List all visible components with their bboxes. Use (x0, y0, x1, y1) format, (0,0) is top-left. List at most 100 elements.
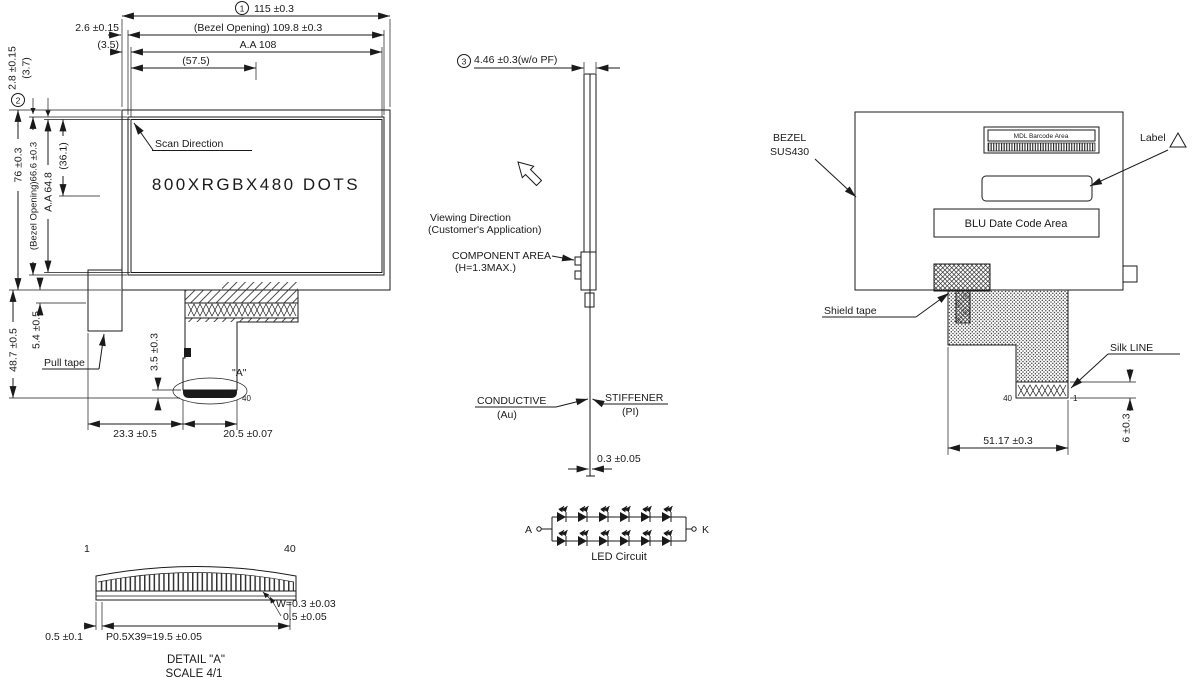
detail-a-marker: "A" (232, 367, 247, 379)
detail-pin-1-label: 1 (84, 543, 90, 555)
bezel-opening-outline (127, 116, 385, 276)
dim-aa-height-label: A.A 64.8 (43, 172, 55, 212)
dim-aa-gap-y-label: (3.7) (21, 57, 33, 79)
dim-edge-label: 0.5 ±0.1 (45, 631, 83, 643)
component-area-label-1: COMPONENT AREA (452, 250, 551, 262)
shield-tape-patch (933, 263, 991, 292)
pull-tape-label: Pull tape (44, 357, 85, 369)
led-anode-label: A (525, 524, 532, 536)
pin-40-label: 40 (242, 394, 251, 403)
stiffener-callout: STIFFENER (PI) (592, 392, 668, 418)
fpc-stiffener-block (584, 292, 595, 308)
label-note-triangle-icon (1169, 131, 1187, 148)
shield-tape-label: Shield tape (824, 305, 877, 317)
dim-active-area-height: A.A 64.8 (42, 98, 130, 273)
fpc-front: "A" 40 (172, 282, 299, 405)
dim-bezel-gap-x-label: 2.6 ±0.15 (75, 22, 119, 34)
active-area-outline (130, 119, 383, 273)
bezel-callout: BEZEL SUS430 (770, 132, 857, 198)
balloon-3-circle (457, 54, 471, 68)
led-cathode-label: K (702, 524, 709, 536)
dim-pin-gap-label: 0.5 ±0.05 (283, 611, 327, 623)
conductive-callout: CONDUCTIVE (Au) (475, 395, 589, 421)
dim-center-y: (36.1) (57, 119, 100, 197)
balloon-1-circle (235, 1, 249, 15)
dim-back-fpc-width-label: 51.17 ±0.3 (983, 435, 1033, 447)
dim-bezel-opening-width: 2.6 ±0.15 (Bezel Opening) 109.8 ±0.3 (75, 22, 385, 115)
dim-conn-width-label: 20.5 ±0.07 (223, 428, 273, 440)
viewing-direction-label-2: (Customer's Application) (428, 224, 541, 236)
back-side-tab (1122, 265, 1138, 283)
detail-connector-pins (98, 572, 294, 591)
side-view: 3 4.46 ±0.3(w/o PF) Viewing Direction (C… (428, 54, 668, 477)
dim-aa-gap-x-label: (3.5) (97, 39, 119, 51)
dim-contact-length-label: 3.5 ±0.3 (149, 333, 161, 371)
detail-a-view: 1 40 W=0.3 ±0.03 0.5 ±0.05 0.5 ±0.1 P0.5… (45, 543, 336, 680)
dim-bezel-width-label: (Bezel Opening) 109.8 ±0.3 (194, 22, 323, 34)
dim-overall-height: 2 76 ±0.3 (9, 93, 121, 291)
dim-bezel-height-label: (Bezel Opening)66.6 ±0.3 (29, 142, 40, 250)
bezel-label-1: BEZEL (773, 132, 806, 144)
blu-date-code-area: BLU Date Code Area (933, 208, 1100, 238)
detail-a-callout-ellipse (172, 377, 248, 405)
led-cathode-terminal (691, 526, 697, 532)
dim-fpc-length-label: 48.7 ±0.5 (8, 328, 20, 372)
component-bump-2 (574, 270, 582, 280)
detail-pin-40-label: 40 (284, 543, 296, 555)
dim-tape-height-label: 5.4 ±0.5 (31, 311, 43, 349)
back-connector-zigzag (1017, 384, 1067, 397)
dim-thickness: 3 4.46 ±0.3(w/o PF) (457, 54, 620, 73)
mdl-barcode-label: MDL Barcode Area (1014, 133, 1069, 140)
viewing-direction-arrow-icon (517, 161, 543, 187)
dim-aa-width-label: A.A 108 (240, 39, 277, 51)
front-view: 1 115 ±0.3 2.6 ±0.15 (Bezel Opening) 109… (7, 1, 391, 440)
viewing-direction-label-1: Viewing Direction (430, 212, 511, 224)
led-circuit-label: LED Circuit (591, 551, 647, 563)
detail-connector-outline (95, 566, 297, 601)
dim-fpc-thickness-label: 0.3 ±0.05 (597, 453, 641, 465)
back-connector: 40 1 (1003, 381, 1078, 403)
component-bump-1 (574, 256, 582, 266)
detail-a-title: DETAIL "A" (167, 654, 225, 666)
dim-edge-and-pitch: 0.5 ±0.1 P0.5X39=19.5 ±0.05 (45, 602, 291, 643)
back-pin-1-label: 1 (1073, 394, 1078, 403)
connector-key-mark (184, 348, 191, 357)
component-area-label-2: (H=1.3MAX.) (455, 262, 516, 274)
fpc-behind-module-hatch (222, 282, 298, 290)
dim-contact-length: 3.5 ±0.3 (149, 333, 181, 411)
stiffener-label-1: STIFFENER (605, 392, 664, 404)
conductive-label-1: CONDUCTIVE (477, 395, 546, 407)
dim-center-x: (57.5) (131, 55, 257, 80)
dim-pin-gap: 0.5 ±0.05 (269, 596, 327, 623)
dim-center-y-label: (36.1) (58, 142, 70, 169)
led-circuit: A K LED Circuit (525, 506, 709, 563)
dim-back-conn-height-label: 6 ±0.3 (1121, 413, 1133, 442)
dim-fpc-thickness: 0.3 ±0.05 (568, 453, 641, 473)
dim-overall-width: 1 115 ±0.3 (121, 1, 391, 107)
dim-back-conn-height: 6 ±0.3 (1070, 369, 1136, 443)
pull-tape-callout: Pull tape (42, 333, 106, 370)
dim-back-fpc-width: 51.17 ±0.3 (947, 347, 1069, 455)
dim-overall-width-label: 115 ±0.3 (254, 3, 294, 15)
dim-bezel-gap-y-label: 2.8 ±0.15 (7, 46, 19, 90)
dim-offset-left-label: 23.3 ±0.5 (113, 428, 157, 440)
dim-tape-height: 5.4 ±0.5 (31, 277, 86, 349)
bezel-label-2: SUS430 (770, 146, 809, 158)
dim-center-x-label: (57.5) (182, 55, 209, 67)
back-pin-40-label: 40 (1003, 394, 1012, 403)
dim-active-area-width: (3.5) A.A 108 (97, 39, 383, 117)
label-area-outline (981, 175, 1093, 202)
display-resolution-label: 800XRGBX480 DOTS (152, 175, 360, 194)
silk-line-label: Silk LINE (1110, 342, 1153, 354)
mdl-barcode-area: MDL Barcode Area (983, 126, 1100, 154)
component-area-callout: COMPONENT AREA (H=1.3MAX.) (452, 250, 575, 274)
balloon-1: 1 (240, 4, 245, 14)
conductive-label-2: (Au) (497, 409, 517, 421)
fpc-zigzag-pattern (187, 303, 297, 317)
balloon-3: 3 (462, 57, 467, 67)
detail-a-scale: SCALE 4/1 (166, 668, 223, 680)
pull-tape-outline (87, 269, 123, 332)
stiffener-label-2: (PI) (622, 406, 639, 418)
dim-pin-width-label: W=0.3 ±0.03 (276, 598, 336, 610)
